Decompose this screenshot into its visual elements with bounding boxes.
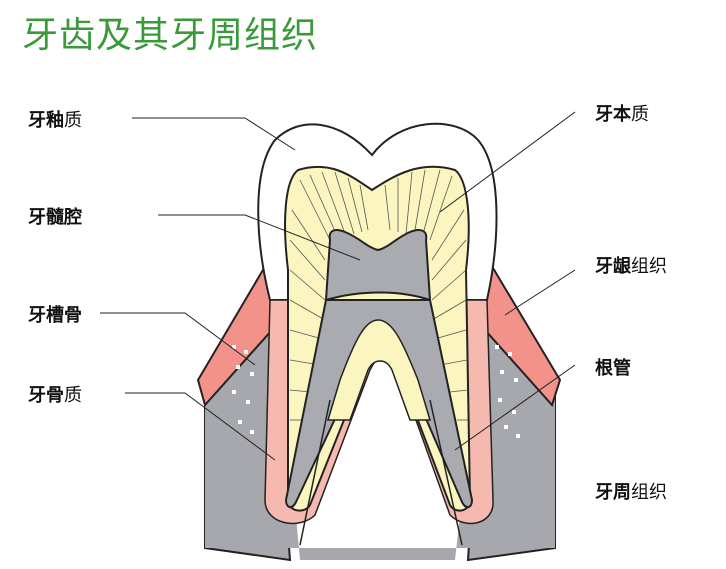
label-gingiva: 牙龈组织 [595,252,667,278]
dentin-tubules [289,169,469,421]
root-canal-left [299,399,331,546]
root-canal-right [429,399,463,546]
label-periodontal-rest: 组织 [631,482,667,503]
label-gingiva-bold: 牙龈 [595,256,631,277]
label-alveolar-bone: 牙槽骨 [28,301,82,327]
leader-pulp [158,214,361,261]
label-root-canal-bold: 根管 [595,358,631,379]
page-title: 牙齿及其牙周组织 [22,15,319,56]
leader-root-canal [454,364,576,451]
leader-lines [100,111,576,461]
bone-pores [232,345,520,438]
label-enamel-rest: 质 [64,110,82,131]
label-pulp-bold: 牙髓腔 [28,207,82,228]
label-cementum-bold: 牙骨 [28,385,64,406]
leader-gingiva [504,269,576,316]
label-dentin-rest: 质 [631,104,649,125]
label-dentin: 牙本质 [595,100,649,126]
bone-base [205,330,555,560]
root-canal-wall [326,319,432,421]
leader-alveolar [100,312,256,366]
leader-cementum [125,392,276,461]
label-cementum-rest: 质 [64,385,82,406]
label-periodontal: 牙周组织 [595,478,667,504]
label-dentin-bold: 牙本 [595,104,631,125]
leader-enamel [132,117,296,151]
label-root-canal: 根管 [595,354,631,380]
leader-dentin [439,111,576,213]
label-alveolar-bold: 牙槽骨 [28,305,82,326]
label-enamel-bold: 牙釉 [28,110,64,131]
label-enamel: 牙釉质 [28,106,82,132]
label-gingiva-rest: 组织 [631,256,667,277]
label-cementum: 牙骨质 [28,381,82,407]
label-periodontal-bold: 牙周 [595,482,631,503]
label-pulp-cavity: 牙髓腔 [28,203,82,229]
